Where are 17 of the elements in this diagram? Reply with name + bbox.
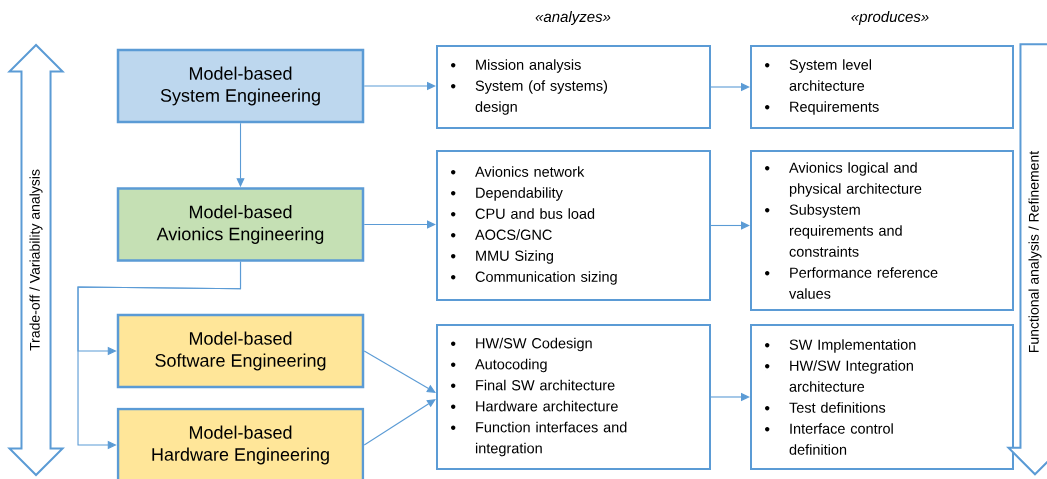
bullet-list-box: Avionics logical and physical architecture Subsystem requirements and constraints Performance reference values [750, 150, 1014, 311]
bullet-list-box: SW Implementation HW/SW Integration architecture Test definitions Interface control definition [750, 324, 1014, 470]
process-box: Model-based System Engineering [116, 48, 365, 124]
column-heading: «produces» [851, 11, 929, 25]
node-label: Functional analysis / Refinement [1028, 150, 1042, 353]
arrow [710, 221, 750, 230]
process-box: Model-based Software Engineering [116, 313, 365, 389]
bullet-list-box: HW/SW Codesign Autocoding Final SW architecture Hardware architecture Function interfaces and integration [436, 324, 711, 470]
arrow [363, 399, 436, 446]
arrow [363, 350, 436, 393]
process-box: Model-based Hardware Engineering [116, 407, 365, 479]
bullet-list-box: Avionics network Dependability CPU and bus load AOCS/GNC MMU Sizing Communication sizing [436, 150, 711, 301]
bullet-list-box: Mission analysis System (of systems) design [436, 45, 711, 129]
column-heading: «analyzes» [535, 11, 611, 25]
process-box: Model-based Avionics Engineering [116, 187, 365, 262]
bullet-list-box: System level architecture Requirements [750, 45, 1014, 129]
arrow [363, 220, 436, 229]
